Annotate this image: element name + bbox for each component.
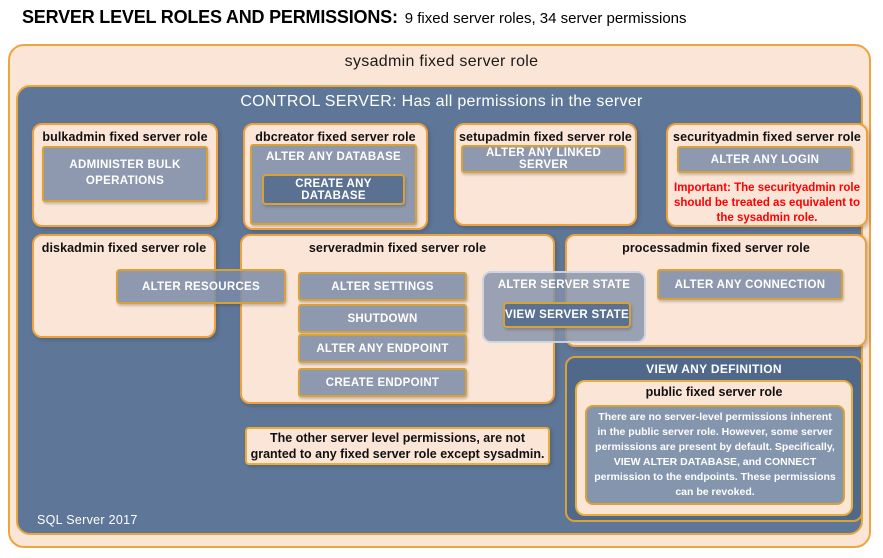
permission-alter-any-database-label: ALTER ANY DATABASE [265,151,402,163]
permission-create-endpoint: CREATE ENDPOINT [298,368,467,397]
permission-view-server-state: VIEW SERVER STATE [503,302,631,328]
permission-alter-any-connection: ALTER ANY CONNECTION [657,269,843,300]
permission-shutdown: SHUTDOWN [298,304,467,333]
role-label-serveradmin: serveradmin fixed server role [308,241,487,255]
role-label-dbcreator: dbcreator fixed server role [255,130,416,144]
permission-alter-server-state-label: ALTER SERVER STATE [497,279,631,291]
public-role-description: There are no server-level permissions in… [585,405,845,505]
role-label-bulkadmin: bulkadmin fixed server role [42,130,208,144]
page-title-main: SERVER LEVEL ROLES AND PERMISSIONS: [22,7,398,27]
page-title-sub: 9 fixed server roles, 34 server permissi… [404,10,687,27]
sysadmin-role-label: sysadmin fixed server role [344,53,539,70]
role-box-public: public fixed server role There are no se… [575,380,853,516]
permission-view-any-definition-box: VIEW ANY DEFINITION public fixed server … [565,356,863,522]
role-label-setupadmin: setupadmin fixed server role [458,130,632,144]
page-title: SERVER LEVEL ROLES AND PERMISSIONS: 9 fix… [22,7,687,28]
role-label-securityadmin: securityadmin fixed server role [673,130,861,144]
permission-alter-any-endpoint: ALTER ANY ENDPOINT [298,334,467,363]
role-box-securityadmin: securityadmin fixed server role ALTER AN… [666,123,868,227]
role-label-diskadmin: diskadmin fixed server role [41,241,207,255]
permission-alter-server-state: ALTER SERVER STATE VIEW SERVER STATE [482,271,646,343]
role-label-processadmin: processadmin fixed server role [622,241,810,255]
permission-alter-any-login: ALTER ANY LOGIN [677,146,853,173]
role-box-serveradmin: serveradmin fixed server role ALTER SETT… [240,234,555,404]
permission-alter-any-database: ALTER ANY DATABASE CREATE ANY DATABASE [250,144,417,225]
role-box-bulkadmin: bulkadmin fixed server role ADMINISTER B… [32,123,218,227]
permission-alter-settings: ALTER SETTINGS [298,272,467,301]
role-box-dbcreator: dbcreator fixed server role ALTER ANY DA… [243,123,428,230]
permission-alter-any-linked-server: ALTER ANY LINKED SERVER [461,145,626,173]
securityadmin-warning-text: Important: The securityadmin role should… [674,182,860,225]
permission-view-any-definition-label: VIEW ANY DEFINITION [646,362,782,376]
permission-alter-resources: ALTER RESOURCES [116,269,286,304]
role-label-public: public fixed server role [645,385,783,399]
other-permissions-note: The other server level permissions, are … [245,427,550,465]
sql-server-version-label: SQL Server 2017 [37,513,138,527]
role-box-setupadmin: setupadmin fixed server role ALTER ANY L… [454,123,637,226]
permission-administer-bulk-operations: ADMINISTER BULK OPERATIONS [42,146,208,202]
permission-create-any-database: CREATE ANY DATABASE [262,174,405,205]
control-server-label: CONTROL SERVER: Has all permissions in t… [240,93,643,110]
